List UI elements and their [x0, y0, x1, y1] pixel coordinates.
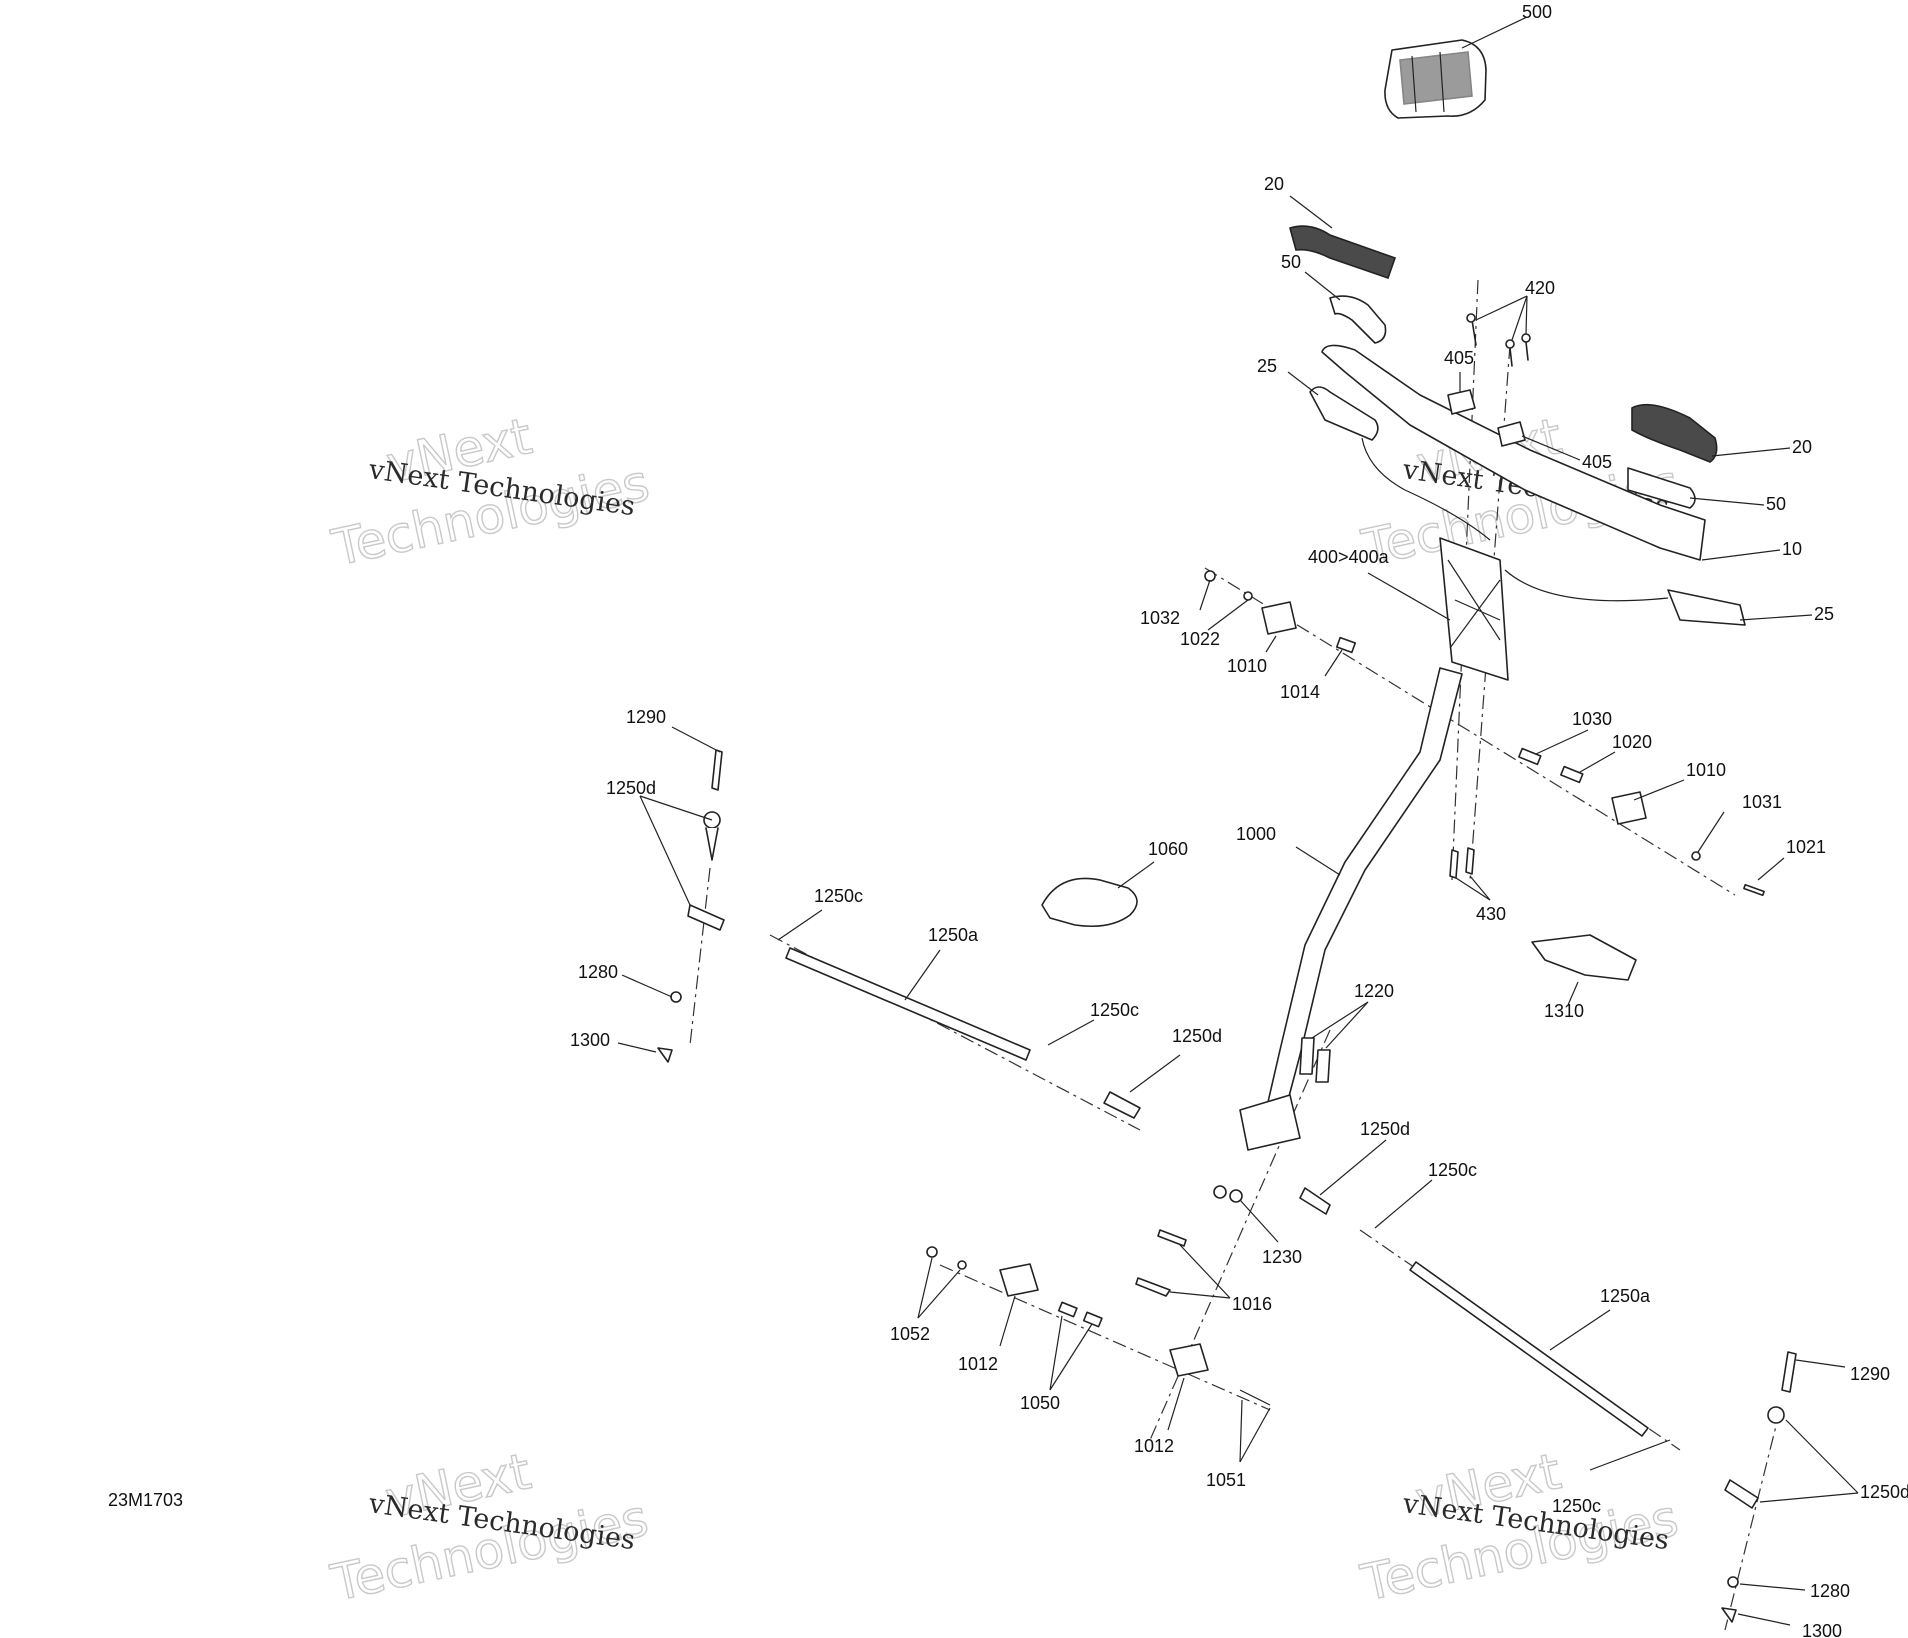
callout-1290-right: 1290: [1850, 1364, 1890, 1384]
callout-1030: 1030: [1572, 709, 1612, 729]
grip-sleeve-right-50: [1627, 467, 1696, 509]
ball-joint-1250d-d: [1724, 1406, 1785, 1509]
screws-420: [1466, 313, 1531, 367]
callout-1250c-a: 1250c: [814, 886, 863, 906]
bearing-block-1012-a: [999, 1263, 1039, 1297]
callout-1280-right: 1280: [1810, 1581, 1850, 1601]
plate-1310: [1531, 934, 1637, 981]
callout-1000: 1000: [1236, 824, 1276, 844]
riser-bracket-400: [1439, 537, 1509, 681]
callout-1300-left: 1300: [570, 1030, 610, 1050]
grip-left-20: [1289, 225, 1397, 280]
ball-joint-1250d-b: [1103, 1091, 1141, 1119]
callout-20-left: 20: [1264, 174, 1284, 194]
callout-1300-right: 1300: [1802, 1621, 1842, 1638]
clamp-405-b: [1497, 421, 1526, 447]
callout-405-a: 405: [1444, 348, 1474, 368]
handlebar-10: [1321, 344, 1706, 561]
callout-1250d-c: 1250d: [1360, 1119, 1410, 1139]
leader-lines: [617, 16, 1859, 1626]
callout-1050: 1050: [1020, 1393, 1060, 1413]
shims-1016: [1135, 1229, 1187, 1297]
callout-1060: 1060: [1148, 839, 1188, 859]
ball-joint-1250d-a: [687, 811, 725, 931]
spacers-1230: [1213, 1185, 1243, 1203]
bearing-block-1012-b: [1169, 1343, 1209, 1377]
callout-1230: 1230: [1262, 1247, 1302, 1267]
callout-430: 430: [1476, 904, 1506, 924]
callout-1250c-b: 1250c: [1090, 1000, 1139, 1020]
callout-labels: 500 20 50 420 25 405 405 20 50 10 400>40…: [570, 2, 1908, 1638]
clamp-405-a: [1447, 389, 1476, 415]
drawing-number: 23M1703: [108, 1490, 183, 1510]
handlebar-end-left-25: [1309, 386, 1491, 541]
callout-405-b: 405: [1582, 452, 1612, 472]
callout-1250a-right: 1250a: [1600, 1286, 1651, 1306]
callout-1310: 1310: [1544, 1001, 1584, 1021]
bolt-1290-a: [711, 749, 723, 791]
grip-right-20: [1631, 403, 1718, 463]
callout-1020: 1020: [1612, 732, 1652, 752]
callout-1021: 1021: [1786, 837, 1826, 857]
callout-1290-left: 1290: [626, 707, 666, 727]
callout-1250a-left: 1250a: [928, 925, 979, 945]
handlebar-end-right-25: [1504, 569, 1746, 626]
callout-1031: 1031: [1742, 792, 1782, 812]
ball-joint-1250d-c: [1299, 1187, 1331, 1215]
callout-1012-a: 1012: [958, 1354, 998, 1374]
callout-1051: 1051: [1206, 1470, 1246, 1490]
callout-1010-a: 1010: [1227, 656, 1267, 676]
bolt-1290-b: [1781, 1351, 1797, 1393]
grip-sleeve-left-50: [1329, 295, 1387, 344]
callout-1250d-a: 1250d: [606, 778, 656, 798]
bearing-block-1010-a: [1261, 601, 1297, 635]
callout-20-right: 20: [1792, 437, 1812, 457]
bearing-block-1010-b: [1611, 791, 1647, 825]
nut-1280-1300-left: [657, 991, 682, 1063]
callout-1280-left: 1280: [578, 962, 618, 982]
handlebar-pad-500: [1384, 39, 1487, 119]
callout-1022: 1022: [1180, 629, 1220, 649]
callout-500: 500: [1522, 2, 1552, 22]
cover-1060: [1041, 877, 1138, 928]
callout-1250c-d: 1250c: [1552, 1496, 1601, 1516]
callout-1250d-b: 1250d: [1172, 1026, 1222, 1046]
callout-1052: 1052: [890, 1324, 930, 1344]
callout-10: 10: [1782, 539, 1802, 559]
pins-430: [1449, 847, 1475, 879]
callout-420: 420: [1525, 278, 1555, 298]
callout-1220: 1220: [1354, 981, 1394, 1001]
callout-1250d-d: 1250d: [1860, 1482, 1908, 1502]
steering-column-1000: [1239, 667, 1463, 1151]
callout-400-400a: 400>400a: [1308, 547, 1390, 567]
bushings-1220: [1299, 1037, 1331, 1083]
tie-rod-1250a-left: [785, 947, 1031, 1061]
callout-50-right: 50: [1766, 494, 1786, 514]
callout-1016: 1016: [1232, 1294, 1272, 1314]
callout-1014: 1014: [1280, 682, 1320, 702]
small-hardware: [926, 570, 1765, 1406]
callout-50-left: 50: [1281, 252, 1301, 272]
callout-25-left: 25: [1257, 356, 1277, 376]
callout-25-right: 25: [1814, 604, 1834, 624]
nut-1280-1300-right: [1721, 1576, 1739, 1623]
callout-1012-b: 1012: [1134, 1436, 1174, 1456]
callout-1010-b: 1010: [1686, 760, 1726, 780]
callout-1250c-c: 1250c: [1428, 1160, 1477, 1180]
callout-1032: 1032: [1140, 608, 1180, 628]
tie-rod-1250a-right: [1409, 1261, 1649, 1437]
